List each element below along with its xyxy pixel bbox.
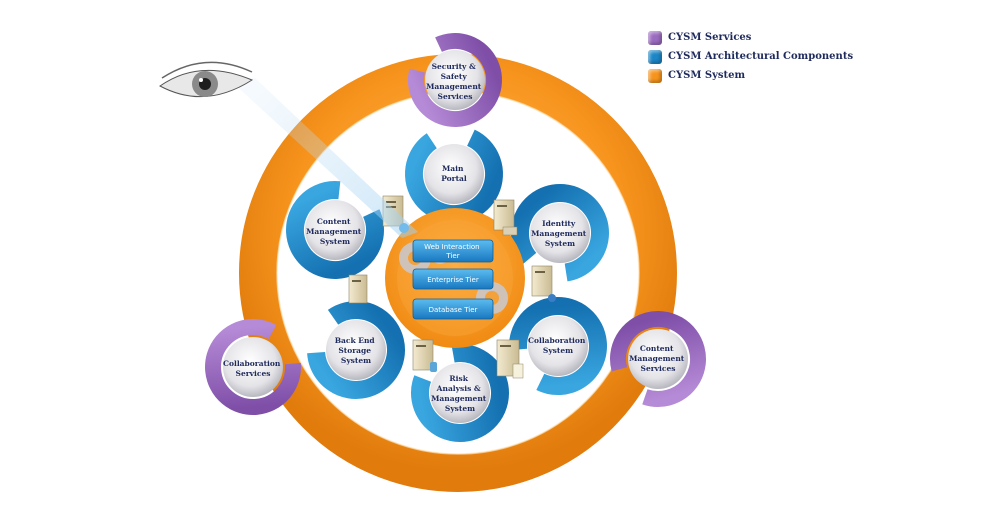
legend: CYSM Services CYSM Architectural Compone…: [648, 28, 853, 85]
component-identity-management: Identity Management System: [511, 184, 610, 282]
component-label: Management: [306, 227, 362, 236]
component-label: Main: [442, 164, 464, 173]
database-icon: [430, 362, 437, 372]
component-label: Identity: [542, 219, 576, 228]
legend-item-components: CYSM Architectural Components: [648, 47, 853, 66]
service-label: Services: [236, 369, 271, 378]
svg-text:Collaboration System: Collaboration System: [528, 336, 588, 355]
component-label: System: [341, 356, 371, 365]
server-icon: [412, 339, 437, 372]
component-label: System: [320, 237, 350, 246]
service-label: Safety: [441, 72, 468, 81]
service-label: Services: [438, 92, 473, 101]
component-label: Management: [431, 394, 487, 403]
view-beam: [232, 78, 418, 238]
service-security-safety: Security & Safety Management Services: [408, 33, 503, 127]
svg-text:Web Interaction Tier: Web Interaction Tier: [424, 243, 482, 260]
tier-label: Web Interaction: [424, 243, 479, 251]
legend-item-system: CYSM System: [648, 66, 853, 85]
component-label: Back End: [335, 336, 376, 345]
tier-web-interaction: Web Interaction Tier: [412, 239, 494, 263]
component-collaboration-system: Collaboration System: [508, 297, 607, 396]
service-collaboration: Collaboration Services: [205, 319, 301, 415]
component-label: System: [545, 239, 575, 248]
component-label: Content: [317, 217, 351, 226]
legend-swatch-services: [648, 30, 662, 45]
component-label: System: [445, 404, 475, 413]
legend-label: CYSM Architectural Components: [668, 51, 854, 62]
svg-text:Security & Safety: Security & Safety Management Services: [426, 62, 484, 101]
document-icon: [512, 363, 524, 379]
service-label: Services: [641, 364, 676, 373]
service-label: Content: [640, 344, 674, 353]
legend-label: CYSM System: [668, 70, 746, 81]
server-icon: [496, 339, 524, 379]
legend-swatch-system: [648, 68, 662, 83]
component-label: Collaboration: [528, 336, 586, 345]
eye-icon: [159, 61, 254, 98]
legend-label: CYSM Services: [668, 32, 752, 43]
service-label: Security &: [432, 62, 476, 71]
component-label: Storage: [338, 346, 371, 355]
tier-database: Database Tier: [412, 298, 494, 320]
svg-text:Collaboration Services: Collaboration Services: [223, 359, 283, 378]
tier-label: Database Tier: [429, 306, 478, 314]
service-content-management: Content Management Services: [610, 311, 706, 407]
component-label: Risk: [449, 374, 468, 383]
legend-item-services: CYSM Services: [648, 28, 853, 47]
tier-enterprise: Enterprise Tier: [412, 268, 494, 290]
component-risk-analysis: Risk Analysis & Management System: [411, 344, 509, 442]
tier-label: Enterprise Tier: [427, 276, 479, 284]
component-content-management: Content Management System: [286, 181, 384, 279]
component-label: System: [543, 346, 573, 355]
tier-label: Tier: [445, 252, 459, 260]
user-icon: [548, 294, 556, 302]
service-label: Management: [629, 354, 685, 363]
service-label: Collaboration: [223, 359, 281, 368]
svg-text:Content Management: Content Management System: [306, 217, 364, 246]
svg-text:Back End Storage S: Back End Storage System: [335, 336, 378, 365]
svg-text:Main Portal: Main Portal: [441, 164, 467, 183]
legend-swatch-components: [648, 49, 662, 64]
server-icon: [348, 274, 368, 304]
svg-text:Content Management: Content Management Services: [629, 344, 687, 373]
component-label: Management: [531, 229, 587, 238]
component-label: Portal: [441, 174, 467, 183]
component-main-portal: Main Portal: [405, 125, 503, 223]
server-icon: [531, 265, 556, 302]
server-icon: [493, 199, 518, 236]
svg-text:Risk Analysis & Ma: Risk Analysis & Management System: [431, 374, 489, 413]
svg-text:Identity Management: Identity Management System: [531, 219, 589, 248]
service-label: Management: [426, 82, 482, 91]
component-label: Analysis &: [436, 384, 481, 393]
component-backend-storage: Back End Storage System: [307, 301, 405, 399]
